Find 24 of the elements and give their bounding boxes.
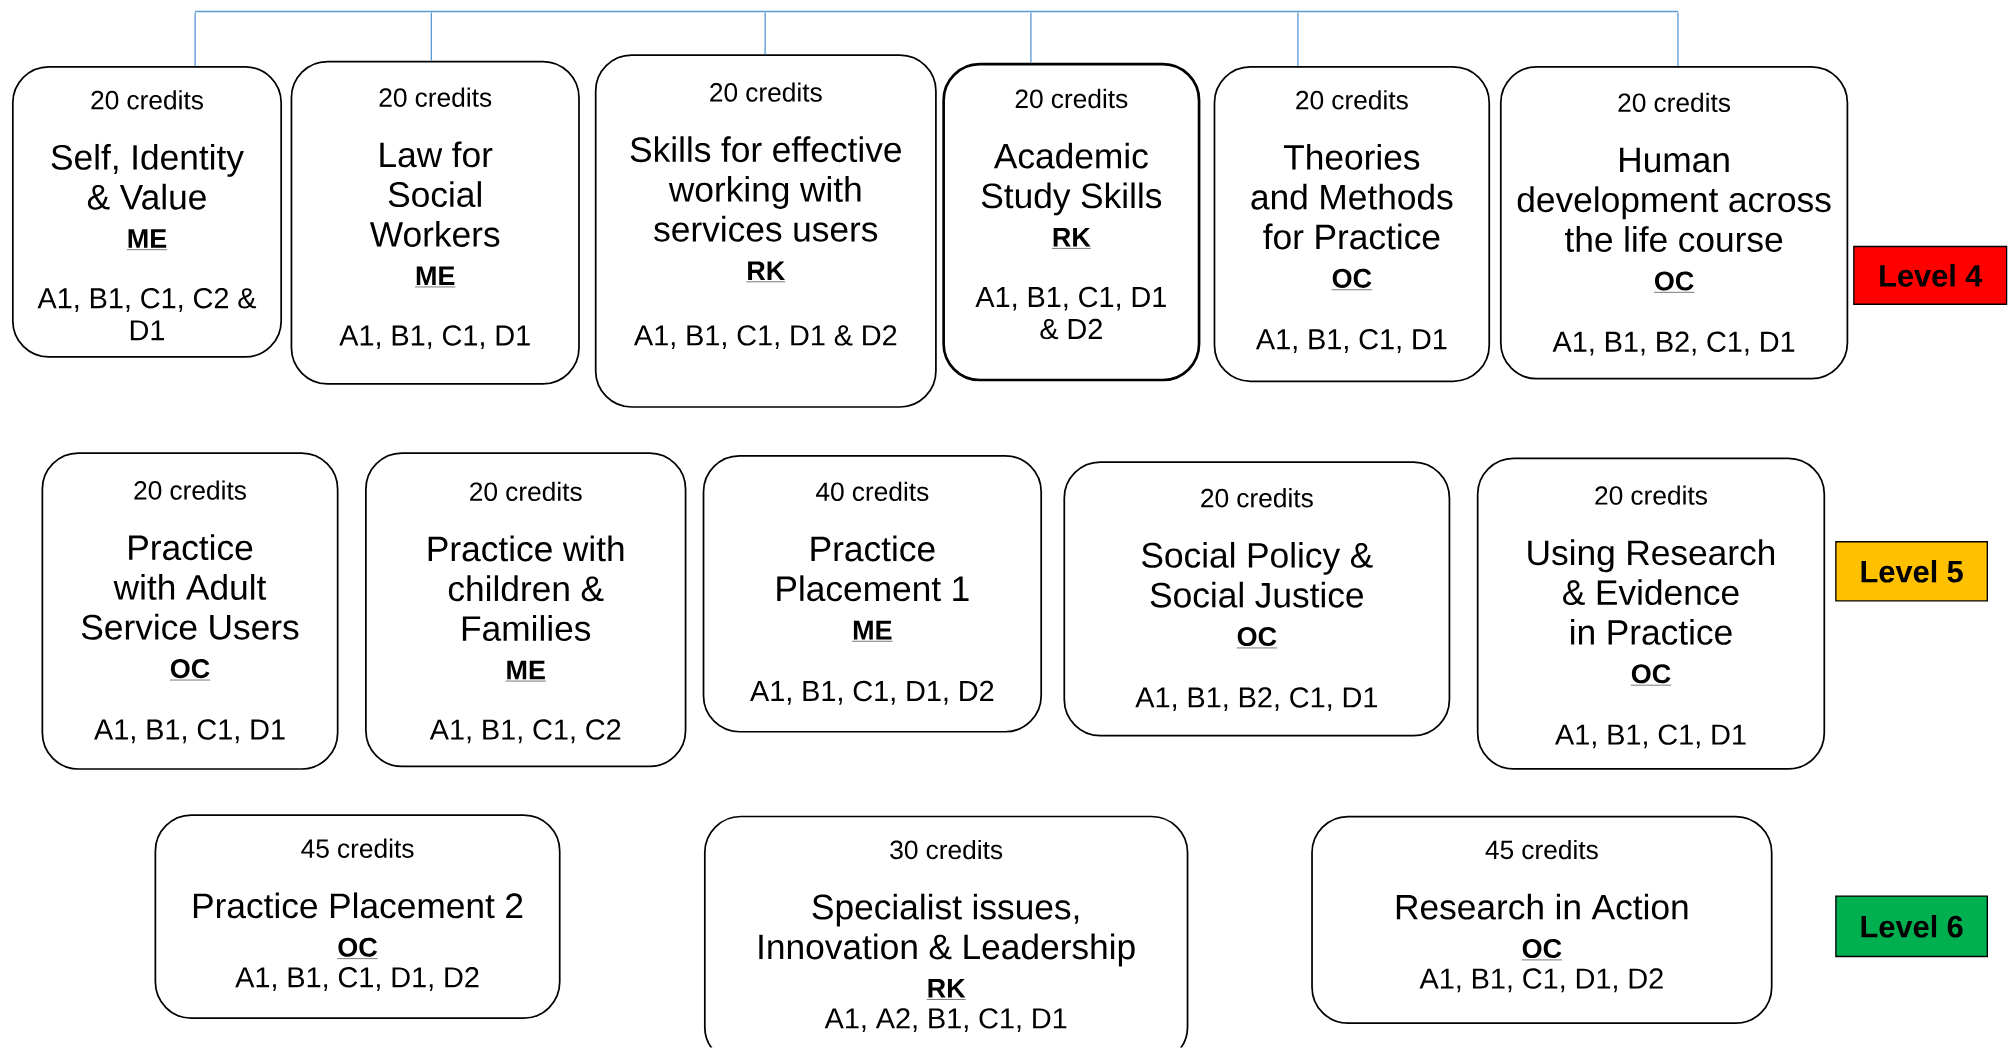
module-box: 45 credits Research in Action OC A1, B1, C1, D1, D2 (1311, 815, 1773, 1025)
connector-line (764, 12, 766, 56)
level-badge: Level 5 (1835, 541, 1988, 602)
module-box: 20 credits Theories and Methods for Practice OC A1, B1, C1, D1 (1213, 66, 1491, 383)
module-box: 40 credits Practice Placement 1 ME A1, B1, C1, D1, D2 (702, 455, 1043, 733)
module-box: 20 credits Law for Social Workers ME A1, B1, C1, D1 (290, 60, 580, 385)
module-box: 30 credits Specialist issues, Innovation & Leadership RK A1, A2, B1, C1, D1 (703, 815, 1189, 1048)
module-box: 20 credits Practice with children & Families ME A1, B1, C1, C2 (365, 452, 687, 768)
connector-line (1030, 12, 1032, 64)
module-box: 20 credits Academic Study Skills RK A1, B1, C1, D1 & D2 (942, 63, 1201, 382)
connector-line (1677, 12, 1679, 67)
module-box: 20 credits Practice with Adult Service Users OC A1, B1, C1, D1 (41, 452, 339, 771)
level-badge: Level 6 (1835, 895, 1988, 958)
module-box: 20 credits Self, Identity & Value ME A1, B1, C1, C2 & D1 (11, 66, 283, 358)
module-box: 20 credits Human development across the life course OC A1, B1, B2, C1, D1 (1499, 66, 1849, 380)
module-box: 45 credits Practice Placement 2 OC A1, B1, C1, D1, D2 (154, 814, 561, 1020)
module-box: 20 credits Skills for effective working with services users RK A1, B1, C1, D1 & D2 (594, 54, 937, 409)
connector-line (430, 12, 433, 62)
level-badge: Level 4 (1853, 246, 2008, 306)
connector-line (1297, 12, 1299, 67)
connector-line (194, 12, 196, 67)
bus-line (195, 10, 1678, 13)
module-box: 20 credits Social Policy & Social Justice OC A1, B1, B2, C1, D1 (1063, 461, 1451, 737)
module-box: 20 credits Using Research & Evidence in Practice OC A1, B1, C1, D1 (1476, 457, 1826, 771)
